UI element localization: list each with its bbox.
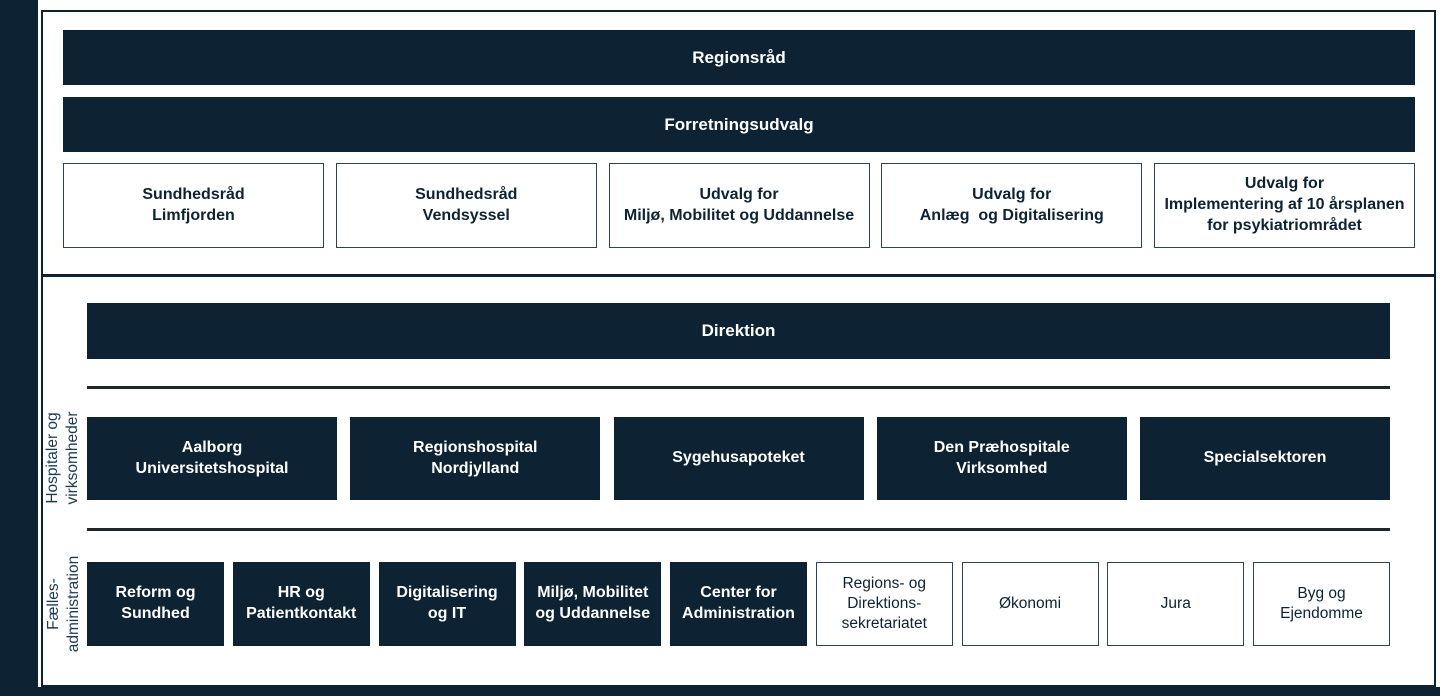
node-label: Regionshospital Nordjylland	[413, 438, 538, 477]
node-label: Digitalisering og IT	[396, 584, 498, 622]
node-jura: Jura	[1107, 562, 1245, 646]
bottom-accent-stripe	[0, 687, 1440, 696]
node-sygehusapoteket: Sygehusapoteket	[613, 417, 864, 500]
node-hr-og-patientkontakt: HR og Patientkontakt	[232, 562, 370, 646]
node-label: Aalborg Universitetshospital	[135, 438, 289, 477]
node-regions-og-direktionssekretariatet: Regions- og Direktions- sekretariatet	[815, 562, 953, 646]
shared-admin-side-label-text: Fælles- administration	[44, 555, 82, 653]
hospitals-side-label-text: Hospitaler og virksomheder	[43, 411, 81, 505]
node-label: Udvalg for Anlæg og Digitalisering	[919, 185, 1104, 224]
node-digitalisering-og-it: Digitalisering og IT	[378, 562, 516, 646]
node-regionsraad: Regionsråd	[63, 30, 1415, 85]
node-label: Udvalg for Implementering af 10 årsplane…	[1164, 175, 1405, 234]
node-label: Sundhedsråd Vendsyssel	[415, 185, 518, 224]
node-udvalg-miljoe-mobilitet-uddannelse: Udvalg for Miljø, Mobilitet og Uddannels…	[608, 163, 870, 248]
hospital-row: Aalborg Universitetshospital Regionshosp…	[87, 417, 1390, 500]
node-label: HR og Patientkontakt	[246, 584, 357, 622]
node-regionsraad-label: Regionsråd	[692, 47, 786, 67]
node-label: Udvalg for Miljø, Mobilitet og Uddannels…	[623, 185, 855, 224]
node-label: Økonomi	[998, 594, 1062, 612]
left-accent-stripe	[0, 0, 38, 696]
committee-row: Sundhedsråd Limfjorden Sundhedsråd Vends…	[63, 163, 1415, 248]
shared-admin-row: Reform og Sundhed HR og Patientkontakt D…	[87, 562, 1390, 646]
node-label: Specialsektoren	[1203, 449, 1327, 467]
node-label: Regions- og Direktions- sekretariatet	[841, 574, 927, 633]
node-label: Byg og Ejendomme	[1280, 584, 1363, 622]
node-label: Center for Administration	[682, 584, 795, 622]
node-label: Miljø, Mobilitet og Uddannelse	[535, 584, 651, 622]
node-forretningsudvalg-label: Forretningsudvalg	[664, 114, 814, 134]
node-praehospitale-virksomhed: Den Præhospitale Virksomhed	[876, 417, 1127, 500]
node-center-for-administration: Center for Administration	[670, 562, 807, 646]
node-aalborg-universitetshospital: Aalborg Universitetshospital	[87, 417, 337, 500]
node-label: Reform og Sundhed	[115, 584, 196, 622]
section-divider-line	[41, 274, 1436, 277]
node-label: Den Præhospitale Virksomhed	[933, 438, 1070, 477]
node-udvalg-anlaeg-digitalisering: Udvalg for Anlæg og Digitalisering	[881, 163, 1143, 248]
node-byg-og-ejendomme: Byg og Ejendomme	[1253, 562, 1390, 646]
node-direktion-label: Direktion	[701, 321, 776, 340]
shared-admin-side-label: Fælles- administration	[41, 504, 87, 696]
node-label: Sygehusapoteket	[672, 449, 805, 467]
node-reform-og-sundhed: Reform og Sundhed	[87, 562, 224, 646]
node-regionshospital-nordjylland: Regionshospital Nordjylland	[350, 417, 601, 500]
node-label: Sundhedsråd Limfjorden	[142, 185, 245, 224]
divider-rule-hospitals	[87, 386, 1390, 389]
divider-rule-shared-admin	[87, 528, 1390, 531]
node-forretningsudvalg: Forretningsudvalg	[63, 97, 1415, 152]
node-sundhedsraad-vendsyssel: Sundhedsråd Vendsyssel	[335, 163, 597, 248]
chart-outer-frame	[41, 10, 1436, 687]
node-udvalg-psykiatriomraadet: Udvalg for Implementering af 10 årsplane…	[1154, 163, 1415, 248]
node-specialsektoren: Specialsektoren	[1140, 417, 1390, 500]
node-direktion: Direktion	[87, 303, 1390, 359]
node-sundhedsraad-limfjorden: Sundhedsråd Limfjorden	[63, 163, 324, 248]
node-miljoe-mobilitet-og-uddannelse-adm: Miljø, Mobilitet og Uddannelse	[524, 562, 662, 646]
node-oekonomi: Økonomi	[961, 562, 1099, 646]
node-label: Jura	[1160, 594, 1191, 612]
